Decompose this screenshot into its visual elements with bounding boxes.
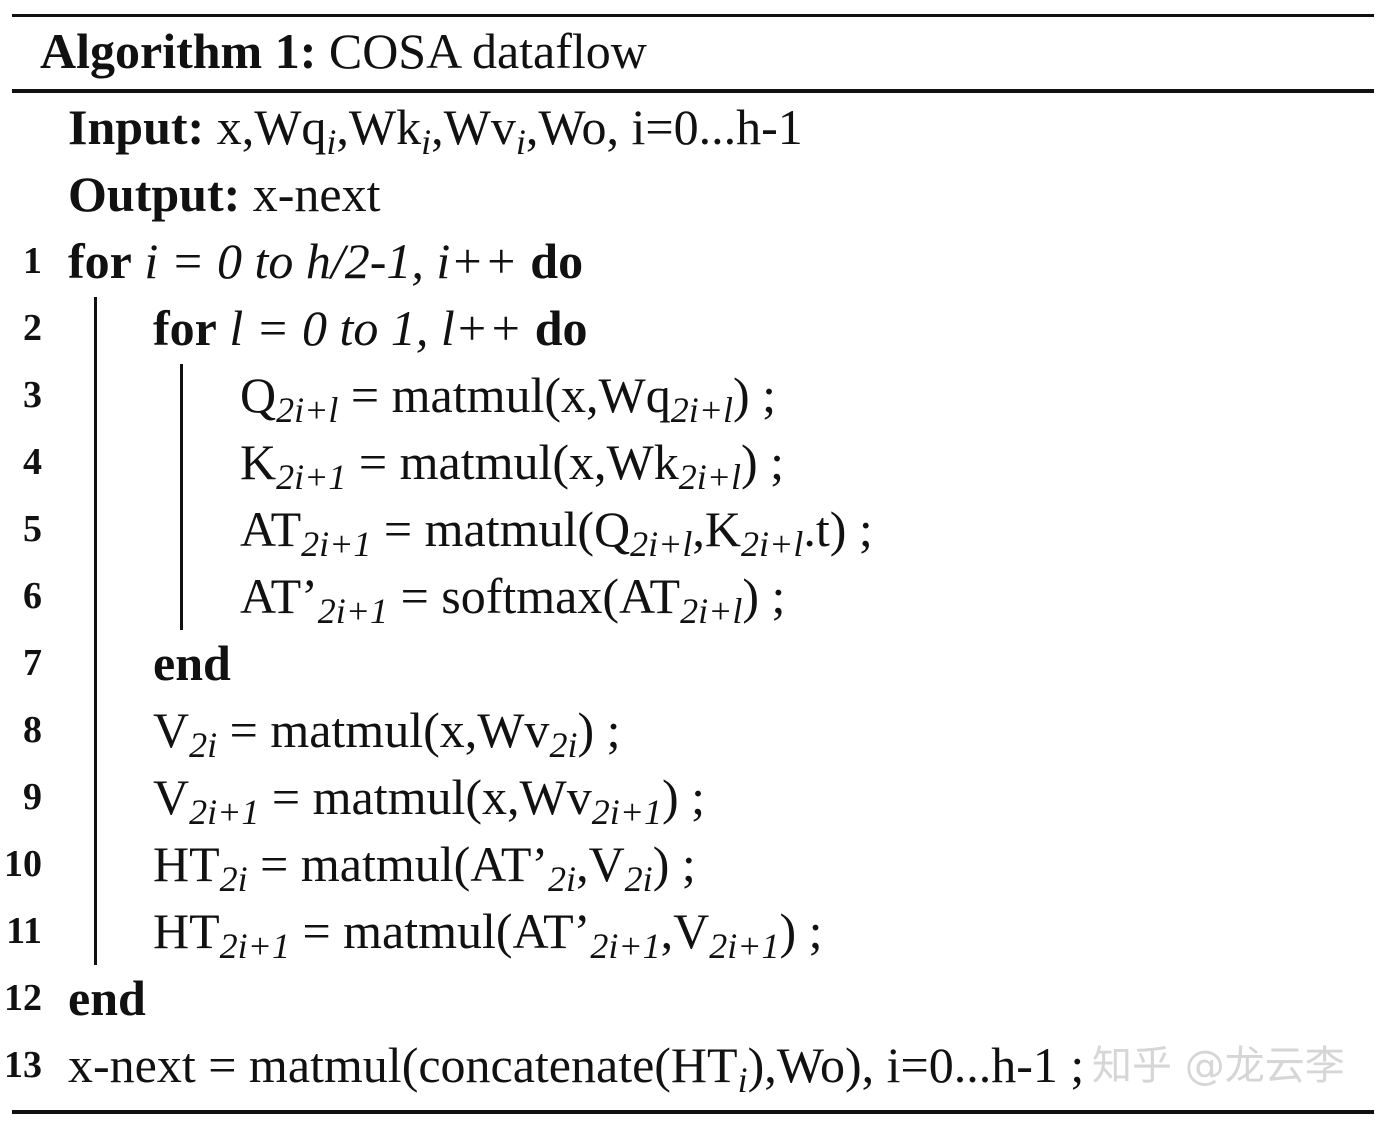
algorithm-label: Algorithm 1:: [40, 23, 317, 79]
keyword-end: end: [153, 635, 231, 691]
output-value: x-next: [252, 166, 381, 222]
statement: V2i+1 = matmul(x,Wv2i+1) ;: [153, 769, 706, 832]
statement: V2i = matmul(x,Wv2i) ;: [153, 702, 621, 765]
line-number: 9: [23, 776, 42, 818]
input-label: Input:: [68, 99, 205, 155]
statement: HT2i+1 = matmul(AT’2i+1,V2i+1) ;: [153, 903, 823, 966]
statement: AT2i+1 = matmul(Q2i+l,K2i+l.t) ;: [240, 501, 873, 564]
keyword-do: do: [530, 233, 584, 289]
statement: HT2i = matmul(AT’2i,V2i) ;: [153, 836, 696, 899]
line-number: 1: [23, 240, 42, 282]
top-rule: [12, 14, 1374, 17]
loop-condition: l = 0 to 1, l++: [229, 300, 523, 356]
input-values: x,Wqi,Wki,Wvi,Wo, i=0...h-1: [216, 99, 803, 162]
inner-loop-block-bar: [180, 364, 183, 630]
statement: x-next = matmul(concatenate(HTi),Wo), i=…: [68, 1037, 1085, 1100]
line-number: 8: [23, 709, 42, 751]
algorithm-title: Algorithm 1: COSA dataflow: [40, 18, 647, 84]
statement: K2i+1 = matmul(x,Wk2i+l) ;: [240, 434, 785, 497]
keyword-for: for: [68, 233, 132, 289]
line-number: 3: [23, 374, 42, 416]
statement: Q2i+l = matmul(x,Wq2i+l) ;: [240, 367, 777, 430]
line-number: 11: [6, 910, 42, 952]
keyword-for: for: [153, 300, 217, 356]
bottom-rule: [12, 1110, 1374, 1114]
line-number: 10: [4, 843, 42, 885]
keyword-end: end: [68, 970, 146, 1026]
keyword-do: do: [534, 300, 588, 356]
line-number: 12: [4, 977, 42, 1019]
outer-loop-block-bar: [94, 297, 97, 965]
line-number: 4: [23, 441, 42, 483]
line-number: 13: [4, 1044, 42, 1086]
watermark: 知乎 @龙云李: [1092, 1043, 1345, 1089]
loop-condition: i = 0 to h/2-1, i++: [144, 233, 518, 289]
line-number: 6: [23, 575, 42, 617]
header-rule: [12, 89, 1374, 93]
line-number: 5: [23, 508, 42, 550]
line-number: 7: [23, 642, 42, 684]
statement: AT’2i+1 = softmax(AT2i+l) ;: [240, 568, 786, 631]
line-number: 2: [23, 307, 42, 349]
output-label: Output:: [68, 166, 241, 222]
algorithm-name: COSA dataflow: [328, 23, 647, 79]
